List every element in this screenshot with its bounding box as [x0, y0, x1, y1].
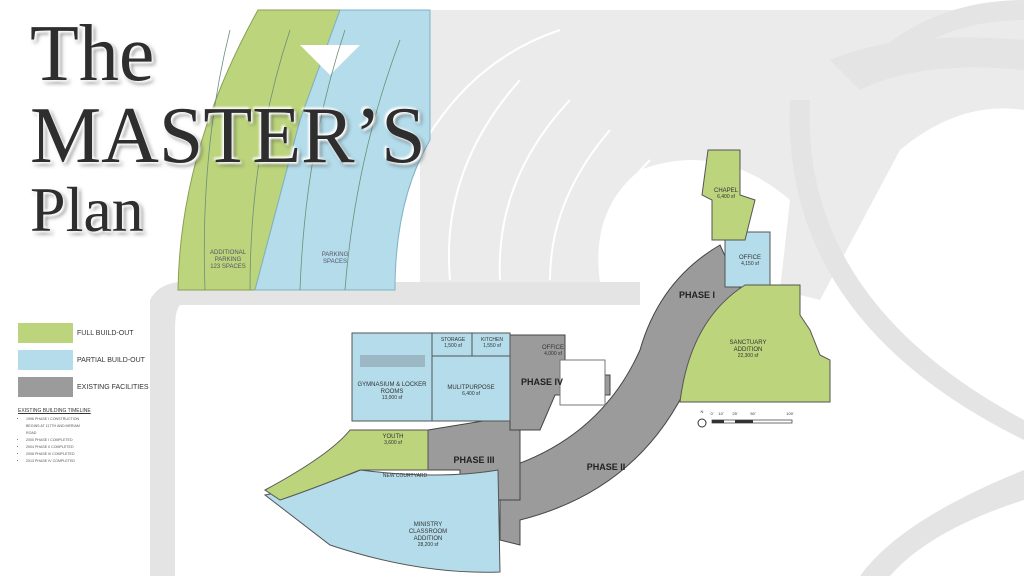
- north-label: N: [700, 409, 704, 414]
- legend-swatch: [18, 350, 73, 370]
- room-name: GYMNASIUM & LOCKER ROOMS: [357, 382, 427, 395]
- parking-island: [300, 45, 360, 75]
- parking-green: [177, 9, 341, 291]
- room-area: 6,400 sf: [462, 390, 480, 397]
- room-name: STORAGE: [440, 337, 466, 343]
- legend-full-build-out: FULL BUILD-OUT: [18, 323, 134, 343]
- legend-partial-build-out: PARTIAL BUILD-OUT: [18, 350, 145, 370]
- phase-iii-label: PHASE III: [453, 455, 495, 465]
- room-area: 22,300 sf: [737, 352, 759, 359]
- timeline-list: 1996 PHASE I CONSTRUCTION BEGINS AT 117T…: [20, 416, 86, 465]
- room-area: 1,500 sf: [444, 342, 462, 349]
- label-line: SPACES: [323, 258, 347, 265]
- room-name: YOUTH: [382, 434, 404, 440]
- scale-tick: 50': [750, 411, 756, 416]
- legend-existing-facilities: EXISTING FACILITIES: [18, 377, 149, 397]
- title-line-3: Plan: [30, 174, 144, 245]
- legend-swatch: [18, 377, 73, 397]
- green-parking-label: ADDITIONAL PARKING 123 SPACES: [210, 250, 246, 271]
- timeline-item: 2008 PHASE III COMPLETED: [26, 451, 86, 458]
- room-name: MINISTRY CLASSROOM ADDITION: [408, 522, 448, 542]
- scale-tick: 0': [710, 411, 714, 416]
- courtyard-label: NEW COURTYARD: [382, 473, 428, 479]
- label-line: PARKING: [214, 256, 242, 263]
- north-arrow-icon: [697, 418, 707, 428]
- room-area: 4,150 sf: [741, 260, 759, 267]
- parking-stalls: [203, 29, 401, 291]
- scale-tick: 10': [718, 411, 724, 416]
- room-name: SANCTUARY ADDITION: [729, 340, 767, 353]
- legend-label: PARTIAL BUILD-OUT: [77, 356, 145, 364]
- phase-i-label: PHASE I: [678, 290, 716, 300]
- title-line-2: MASTER’S: [30, 92, 426, 180]
- room-name: CHAPEL: [713, 188, 739, 194]
- room-area: 1,550 sf: [483, 342, 501, 349]
- youth: [264, 429, 429, 501]
- label-line: ADDITIONAL: [209, 250, 247, 256]
- timeline-item: 2000 PHASE I COMPLETED: [26, 437, 86, 444]
- legend-label: FULL BUILD-OUT: [77, 329, 134, 337]
- sanctuary-addition: [679, 284, 831, 403]
- room-area: 3,600 sf: [384, 439, 402, 446]
- label-line: PARKING: [321, 252, 349, 258]
- room-name: MULITPURPOSE: [447, 385, 495, 391]
- timeline-item: 1996 PHASE I CONSTRUCTION BEGINS AT 117T…: [26, 416, 86, 437]
- phase-iv-label: PHASE IV: [520, 377, 564, 387]
- label-line: 123 SPACES: [210, 263, 246, 270]
- title-line-1: The: [30, 10, 155, 98]
- chapel: [701, 149, 756, 241]
- scale-bar: [697, 418, 793, 428]
- phase-ii-label: PHASE II: [586, 462, 626, 472]
- room-area: 13,000 sf: [381, 394, 403, 401]
- scale-tick: 25': [732, 411, 738, 416]
- parking-lot-lines: [419, 29, 651, 281]
- scale-tick: 100': [786, 411, 794, 416]
- room-name: OFFICE: [542, 345, 564, 351]
- legend-label: EXISTING FACILITIES: [77, 383, 149, 391]
- courtyard-grid: [559, 359, 606, 406]
- gymnasium: [351, 332, 511, 422]
- room-area: 4,000 sf: [544, 350, 562, 357]
- room-area: 28,200 sf: [417, 541, 439, 548]
- timeline-item: 2013 PHASE IV COMPLETED: [26, 458, 86, 465]
- blue-parking-label: PARKING SPACES: [322, 252, 349, 266]
- room-name: OFFICE: [739, 255, 761, 261]
- bleachers: [360, 355, 425, 367]
- legend-swatch: [18, 323, 73, 343]
- room-name: KITCHEN: [481, 337, 503, 343]
- timeline-item: 2004 PHASE II COMPLETED: [26, 444, 86, 451]
- timeline-heading: EXISTING BUILDING TIMELINE: [18, 408, 91, 414]
- room-area: 6,400 sf: [717, 193, 735, 200]
